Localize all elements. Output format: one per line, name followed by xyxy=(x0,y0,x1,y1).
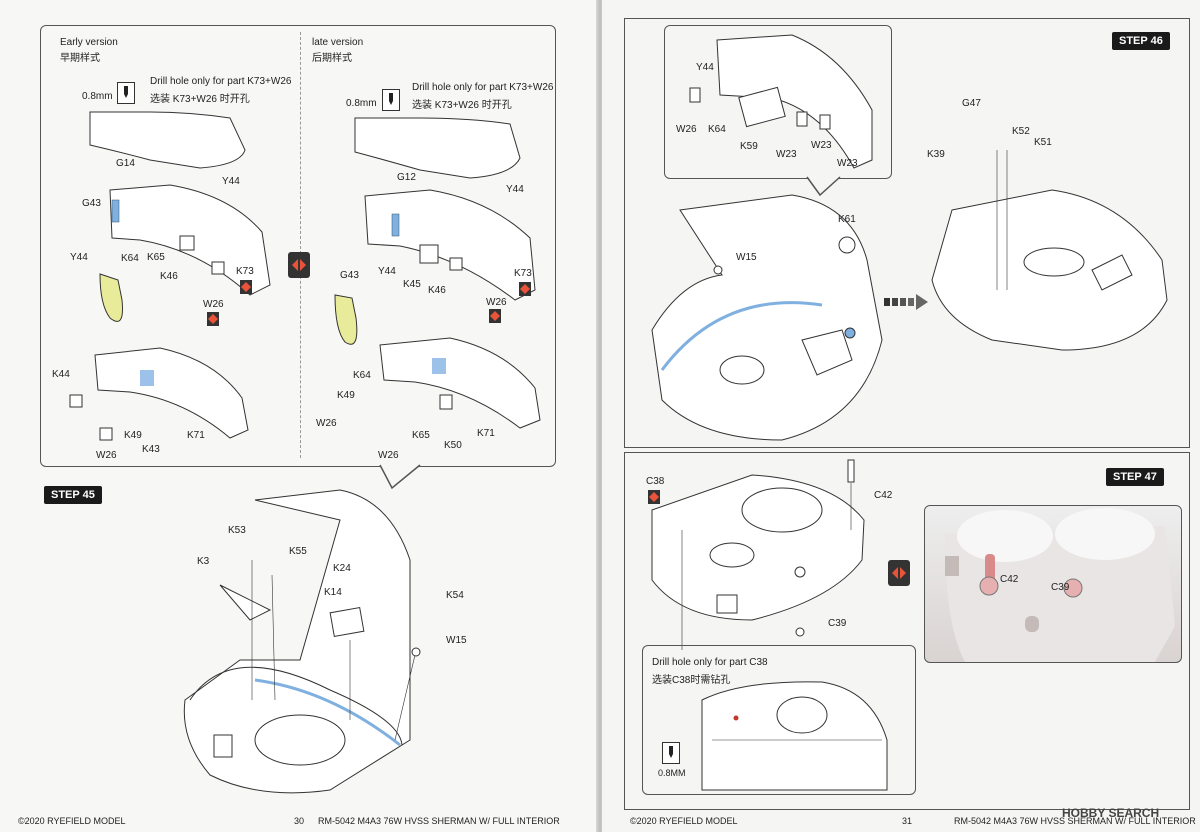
part-label: K59 xyxy=(740,141,758,152)
drill-note: Drill hole only for part C38 xyxy=(652,657,768,668)
part-label: K73 xyxy=(236,266,254,277)
part-label: W26 xyxy=(486,297,507,308)
part-label: K50 xyxy=(444,440,462,451)
part-label: W26 xyxy=(203,299,224,310)
part-label: K55 xyxy=(289,546,307,557)
drill-note-cn: 选装C38时需钻孔 xyxy=(652,675,731,686)
part-label: W26 xyxy=(676,124,697,135)
reference-photo xyxy=(924,505,1182,663)
option-marker-icon xyxy=(489,309,501,323)
assembly-drawing-left xyxy=(69,111,541,794)
part-label: G14 xyxy=(116,158,135,169)
part-label: W23 xyxy=(776,149,797,160)
part-label: K46 xyxy=(428,285,446,296)
part-label: K52 xyxy=(1012,126,1030,137)
part-label: K71 xyxy=(187,430,205,441)
part-label: K64 xyxy=(708,124,726,135)
drill-size-early: 0.8mm xyxy=(82,91,113,102)
footer-copyright: ©2020 RYEFIELD MODEL xyxy=(18,816,126,826)
drill-note-late-cn: 选装 K73+W26 时开孔 xyxy=(412,100,512,111)
part-label: Y44 xyxy=(378,266,396,277)
part-label: K45 xyxy=(403,279,421,290)
option-marker-icon xyxy=(519,282,531,296)
early-version-label-cn: 早期样式 xyxy=(60,53,100,64)
part-label: K39 xyxy=(927,149,945,160)
part-label: K14 xyxy=(324,587,342,598)
part-label: K3 xyxy=(197,556,210,567)
inset-divider xyxy=(300,32,301,458)
part-label: K54 xyxy=(446,590,464,601)
version-inset-box xyxy=(40,25,556,467)
part-label: K49 xyxy=(337,390,355,401)
photo-label: C39 xyxy=(1051,582,1070,593)
part-label: C39 xyxy=(828,618,847,629)
step-45-label: STEP 45 xyxy=(44,486,102,504)
option-marker-icon xyxy=(207,312,219,326)
part-label: K65 xyxy=(147,252,165,263)
part-label: W15 xyxy=(446,635,467,646)
part-label: C38 xyxy=(646,476,665,487)
footer-product: RM-5042 M4A3 76W HVSS SHERMAN W/ FULL IN… xyxy=(318,816,560,826)
footer-copyright: ©2020 RYEFIELD MODEL xyxy=(630,816,738,826)
part-label: K46 xyxy=(160,271,178,282)
part-label: W26 xyxy=(378,450,399,461)
part-label: G12 xyxy=(397,172,416,183)
late-version-label-cn: 后期样式 xyxy=(312,53,352,64)
drill-size: 0.8MM xyxy=(658,768,686,778)
footer-page-number: 31 xyxy=(902,816,913,826)
drill-icon xyxy=(382,89,400,111)
part-label: Y44 xyxy=(696,62,714,73)
option-marker-icon xyxy=(648,490,660,504)
late-version-label: late version xyxy=(312,37,364,48)
part-label: K44 xyxy=(52,369,70,380)
part-label: W23 xyxy=(811,140,832,151)
part-label: W15 xyxy=(736,252,757,263)
assembly-drawing-right xyxy=(651,34,1168,791)
footer-product: RM-5042 M4A3 76W HVSS SHERMAN W/ FULL IN… xyxy=(954,816,1196,826)
drill-note-early-cn: 选装 K73+W26 时开孔 xyxy=(150,94,250,105)
part-label: K65 xyxy=(412,430,430,441)
right-page: STEP 46 xyxy=(602,0,1200,832)
drill-icon xyxy=(662,742,680,764)
drill-size-late: 0.8mm xyxy=(346,98,377,109)
step-46-frame xyxy=(624,18,1190,448)
part-label: K43 xyxy=(142,444,160,455)
book-gutter xyxy=(596,0,604,832)
drill-inset-box xyxy=(642,645,916,795)
early-version-label: Early version xyxy=(60,37,118,48)
part-label: C42 xyxy=(874,490,893,501)
part-label: K73 xyxy=(514,268,532,279)
part-label: Y44 xyxy=(506,184,524,195)
part-label: Y44 xyxy=(222,176,240,187)
part-label: W26 xyxy=(316,418,337,429)
part-label: G43 xyxy=(340,270,359,281)
drill-icon xyxy=(117,82,135,104)
part-label: K71 xyxy=(477,428,495,439)
watermark-logo: HOBBY SEARCH xyxy=(1062,806,1160,820)
part-label: K51 xyxy=(1034,137,1052,148)
step-46-inset-box xyxy=(664,25,892,179)
swap-option-icon xyxy=(888,560,910,586)
part-label: K64 xyxy=(121,253,139,264)
part-label: Y44 xyxy=(70,252,88,263)
step-46-label: STEP 46 xyxy=(1112,32,1170,50)
footer-page-number: 30 xyxy=(294,816,305,826)
photo-label: C42 xyxy=(1000,574,1019,585)
swap-option-icon xyxy=(288,252,310,278)
part-label: G47 xyxy=(962,98,981,109)
part-label: W23 xyxy=(837,158,858,169)
drill-note-late: Drill hole only for part K73+W26 xyxy=(412,82,554,93)
part-label: K61 xyxy=(838,214,856,225)
drill-note-early: Drill hole only for part K73+W26 xyxy=(150,76,292,87)
left-page: Early version 早期样式 late version 后期样式 Dri… xyxy=(0,0,598,832)
part-label: K49 xyxy=(124,430,142,441)
part-label: K53 xyxy=(228,525,246,536)
part-label: G43 xyxy=(82,198,101,209)
part-label: W26 xyxy=(96,450,117,461)
option-marker-icon xyxy=(240,280,252,294)
part-label: K64 xyxy=(353,370,371,381)
part-label: K24 xyxy=(333,563,351,574)
step-47-frame xyxy=(624,452,1190,810)
step-47-label: STEP 47 xyxy=(1106,468,1164,486)
